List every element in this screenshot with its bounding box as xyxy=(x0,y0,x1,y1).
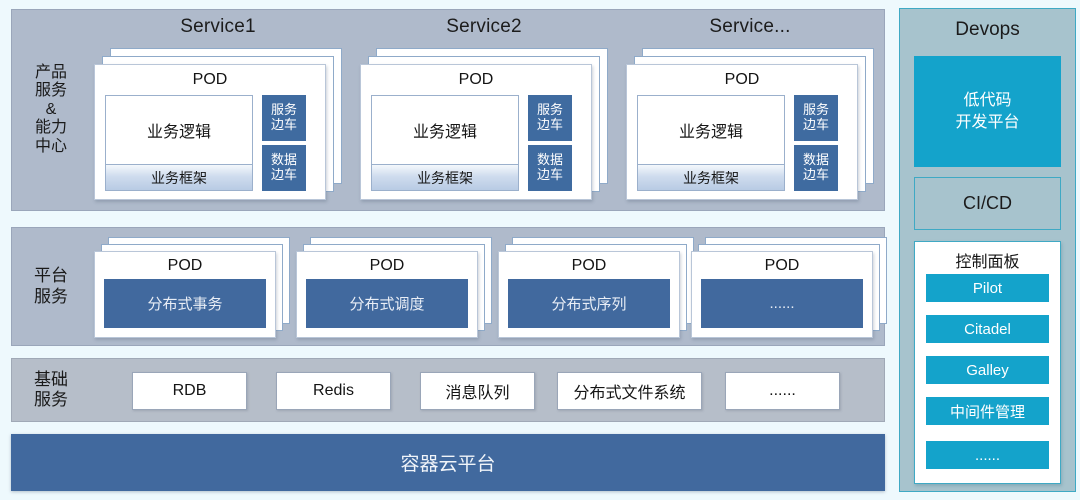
platform-pod-stack-1[interactable]: POD 分布式事务 xyxy=(94,237,290,338)
control-panel-item-galley[interactable]: Galley xyxy=(926,356,1049,384)
business-framework-3: 业务框架 xyxy=(638,164,784,190)
low-code-platform-card[interactable]: 低代码 开发平台 xyxy=(914,56,1061,167)
container-cloud-platform-bar: 容器云平台 xyxy=(11,434,885,491)
base-service-row: 基础 服务 RDB Redis 消息队列 分布式文件系统 ...... xyxy=(11,358,885,422)
platform-pod-name-4: ...... xyxy=(701,279,863,328)
service-sidecar-2: 服务 边车 xyxy=(528,95,572,141)
base-service-row-label: 基础 服务 xyxy=(34,369,68,409)
platform-pod-label-4: POD xyxy=(764,257,800,274)
pod-label-1: POD xyxy=(192,71,228,88)
business-box-3: 业务逻辑 业务框架 xyxy=(637,95,785,191)
devops-title: Devops xyxy=(955,19,1020,40)
control-panel-item-pilot[interactable]: Pilot xyxy=(926,274,1049,302)
platform-pod-name-3: 分布式序列 xyxy=(508,279,670,328)
platform-pod-stack-3[interactable]: POD 分布式序列 xyxy=(498,237,694,338)
service-group-1: Service1 POD 业务逻辑 业务框架 服务 边车 数据 边车 xyxy=(94,16,342,206)
service-title-3: Service... xyxy=(709,16,791,37)
service-sidecar-1: 服务 边车 xyxy=(262,95,306,141)
service-title-1: Service1 xyxy=(180,16,256,37)
control-panel-card: 控制面板 Pilot Citadel Galley 中间件管理 ...... xyxy=(914,241,1061,484)
pod-stack-1[interactable]: POD 业务逻辑 业务框架 服务 边车 数据 边车 xyxy=(94,48,342,200)
base-service-mq[interactable]: 消息队列 xyxy=(420,372,535,410)
business-box-1: 业务逻辑 业务框架 xyxy=(105,95,253,191)
devops-panel: Devops 低代码 开发平台 CI/CD 控制面板 Pilot Citadel… xyxy=(899,8,1076,492)
platform-pod-label-3: POD xyxy=(571,257,607,274)
business-framework-1: 业务框架 xyxy=(106,164,252,190)
control-panel-item-more[interactable]: ...... xyxy=(926,441,1049,469)
platform-pod-card-3[interactable]: POD 分布式序列 xyxy=(498,251,680,338)
cicd-card[interactable]: CI/CD xyxy=(914,177,1061,230)
business-logic-3: 业务逻辑 xyxy=(678,124,743,141)
business-box-2: 业务逻辑 业务框架 xyxy=(371,95,519,191)
base-service-rdb[interactable]: RDB xyxy=(132,372,247,410)
pod-stack-2[interactable]: POD 业务逻辑 业务框架 服务 边车 数据 边车 xyxy=(360,48,608,200)
product-service-row: 产品 服务 & 能力 中心 Service1 POD 业务逻辑 业务框架 服务 … xyxy=(11,9,885,211)
data-sidecar-1: 数据 边车 xyxy=(262,145,306,191)
platform-service-row-label: 平台 服务 xyxy=(34,266,68,306)
service-title-2: Service2 xyxy=(446,16,522,37)
pod-card-1[interactable]: POD 业务逻辑 业务框架 服务 边车 数据 边车 xyxy=(94,64,326,200)
platform-pod-label-1: POD xyxy=(167,257,203,274)
service-sidecar-3: 服务 边车 xyxy=(794,95,838,141)
pod-card-2[interactable]: POD 业务逻辑 业务框架 服务 边车 数据 边车 xyxy=(360,64,592,200)
base-service-more[interactable]: ...... xyxy=(725,372,840,410)
control-panel-item-citadel[interactable]: Citadel xyxy=(926,315,1049,343)
platform-pod-stack-4[interactable]: POD ...... xyxy=(691,237,887,338)
business-logic-1: 业务逻辑 xyxy=(146,124,211,141)
pod-stack-3[interactable]: POD 业务逻辑 业务框架 服务 边车 数据 边车 xyxy=(626,48,874,200)
pod-card-3[interactable]: POD 业务逻辑 业务框架 服务 边车 数据 边车 xyxy=(626,64,858,200)
business-framework-2: 业务框架 xyxy=(372,164,518,190)
platform-pod-card-2[interactable]: POD 分布式调度 xyxy=(296,251,478,338)
pod-label-2: POD xyxy=(458,71,494,88)
platform-pod-card-4[interactable]: POD ...... xyxy=(691,251,873,338)
product-service-row-label: 产品 服务 & 能力 中心 xyxy=(34,64,67,155)
service-group-2: Service2 POD 业务逻辑 业务框架 服务 边车 数据 边车 xyxy=(360,16,608,206)
platform-pod-name-1: 分布式事务 xyxy=(104,279,266,328)
control-panel-title: 控制面板 xyxy=(955,254,1020,271)
pod-label-3: POD xyxy=(724,71,760,88)
platform-pod-name-2: 分布式调度 xyxy=(306,279,468,328)
data-sidecar-2: 数据 边车 xyxy=(528,145,572,191)
base-service-redis[interactable]: Redis xyxy=(276,372,391,410)
control-panel-item-middleware[interactable]: 中间件管理 xyxy=(926,397,1049,425)
platform-pod-label-2: POD xyxy=(369,257,405,274)
base-service-dfs[interactable]: 分布式文件系统 xyxy=(557,372,702,410)
platform-pod-stack-2[interactable]: POD 分布式调度 xyxy=(296,237,492,338)
platform-pod-card-1[interactable]: POD 分布式事务 xyxy=(94,251,276,338)
service-group-3: Service... POD 业务逻辑 业务框架 服务 边车 数据 边车 xyxy=(626,16,874,206)
business-logic-2: 业务逻辑 xyxy=(412,124,477,141)
data-sidecar-3: 数据 边车 xyxy=(794,145,838,191)
platform-service-row: 平台 服务 POD 分布式事务 POD 分布式调度 POD 分布式序列 xyxy=(11,227,887,346)
